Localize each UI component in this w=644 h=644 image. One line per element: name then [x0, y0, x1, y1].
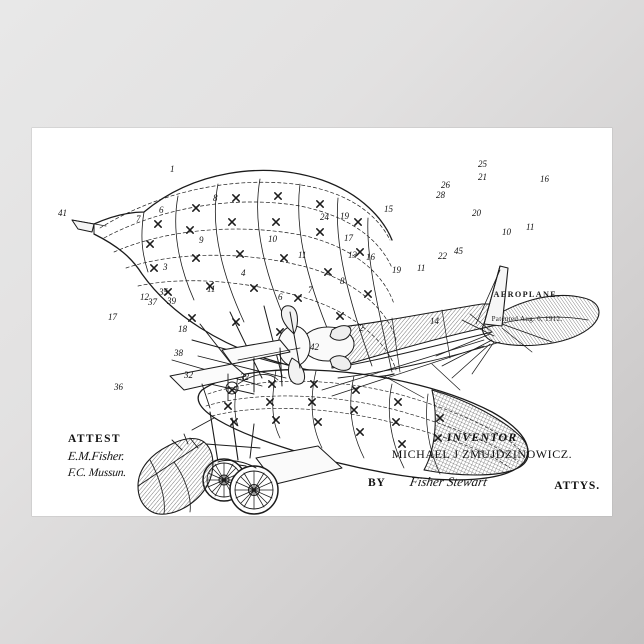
attest-heading: ATTEST	[68, 433, 126, 445]
ref-number: 16	[540, 174, 550, 184]
ref-number: 7	[308, 285, 313, 295]
ref-number: 45	[454, 246, 464, 256]
ref-number: 37	[147, 297, 158, 307]
ref-number: 38	[173, 348, 184, 358]
attys-label: ATTYS.	[554, 480, 600, 492]
ref-number: 20	[472, 208, 482, 218]
ref-number: 25	[478, 159, 488, 169]
ref-number: 32	[183, 370, 194, 380]
ref-number: 10	[502, 227, 512, 237]
ref-number: 6	[159, 205, 164, 215]
forward-fin-group	[138, 434, 213, 514]
ref-number: 17	[344, 233, 354, 243]
wheel-front	[230, 466, 278, 514]
inventor-heading: INVENTOR	[362, 430, 602, 445]
ref-number: 13	[348, 250, 358, 260]
ref-number: 15	[384, 204, 394, 214]
attest-signature-1: E.M.Fisher.	[67, 449, 127, 464]
ref-number: 7	[136, 214, 141, 224]
ref-number: 11	[298, 250, 306, 260]
inventor-name: MICHAEL J ZMUJDZINOWICZ.	[362, 447, 602, 462]
ref-number: 1	[170, 164, 175, 174]
ref-number: 36	[113, 382, 124, 392]
ref-number: 19	[340, 211, 350, 221]
ref-number: 14	[430, 316, 440, 326]
ref-number: 2	[359, 323, 364, 333]
ref-number: 10	[268, 234, 278, 244]
ref-number: 28	[436, 190, 446, 200]
ref-number: 41	[58, 208, 67, 218]
ref-number: 16	[366, 252, 376, 262]
ref-number: 4	[241, 268, 246, 278]
ref-number: 17	[108, 312, 118, 322]
ref-number: 39	[166, 296, 177, 306]
ref-number: 9	[199, 235, 204, 245]
ref-number: 8	[213, 193, 218, 203]
ref-number: 18	[178, 324, 188, 334]
attorney-signature: Fisher Stewart	[409, 474, 489, 490]
ref-number: 6	[278, 292, 283, 302]
title-block: AEROPLANE. Patented Aug. 6, 1912.	[452, 290, 602, 323]
attorney-signature-row: BY Fisher Stewart ATTYS.	[362, 474, 602, 494]
ref-number: 24	[320, 212, 330, 222]
ref-number: 8	[340, 276, 345, 286]
ref-number: 19	[392, 265, 402, 275]
ref-number: 11	[417, 263, 425, 273]
ref-number: 3	[162, 262, 168, 272]
attest-block: ATTEST E.M.Fisher. F.C. Mussun.	[68, 433, 126, 479]
page-title: AEROPLANE.	[452, 290, 602, 299]
ref-number: 22	[438, 251, 448, 261]
patent-date: Patented Aug. 6, 1912.	[452, 315, 602, 323]
inventor-block: INVENTOR MICHAEL J ZMUJDZINOWICZ. BY Fis…	[362, 430, 602, 494]
patent-poster: 1 41 7 6 8 9 3 4 11 12 10 11 24 19 17 13…	[32, 128, 612, 516]
attest-signature-2: F.C. Mussun.	[67, 467, 126, 479]
ref-number: 11	[526, 222, 534, 232]
ref-number: 32	[239, 372, 250, 382]
ref-number: 21	[478, 172, 487, 182]
ref-number: 11	[207, 284, 215, 294]
ref-number: 42	[310, 342, 320, 352]
by-label: BY	[368, 477, 386, 489]
ref-number: 26	[441, 180, 451, 190]
